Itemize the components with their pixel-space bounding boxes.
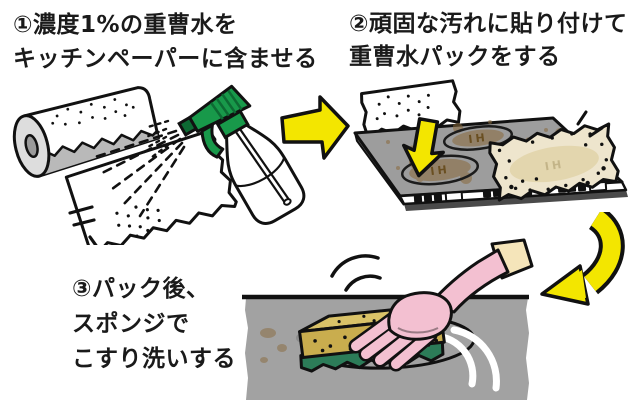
burner-label-faint: IH — [544, 158, 565, 174]
step2-illustration: IH IH IH — [353, 79, 628, 211]
step2-caption-line1: ②頑固な汚れに貼り付けて — [349, 11, 628, 37]
step1-caption: ①濃度1%の重曹水を キッチンペーパーに含ませる — [13, 8, 318, 76]
spray-bottle — [177, 84, 306, 225]
paper-towel-roll — [12, 86, 160, 178]
soaked-paper-pack: IH — [488, 122, 620, 202]
motion-arcs — [330, 254, 382, 292]
step3-caption-line1: ③パック後、 — [72, 276, 210, 302]
step1-caption-line2: キッチンペーパーに含ませる — [13, 46, 318, 72]
burner-label: IH — [430, 163, 451, 178]
step3-caption: ③パック後、 スポンジで こすり洗いする — [72, 272, 236, 377]
step3-illustration — [242, 238, 534, 400]
step1-caption-line1: ①濃度1%の重曹水を — [13, 12, 238, 38]
step1-illustration — [12, 84, 306, 245]
arrow-right-icon — [280, 95, 350, 160]
spray-trigger-head — [177, 84, 252, 159]
step3-caption-line2: スポンジで — [72, 311, 190, 337]
sparkle-marks — [576, 110, 604, 138]
step2-caption-line2: 重曹水パックをする — [349, 44, 561, 70]
burner-ring-back: IH — [442, 125, 514, 151]
step3-caption-line3: こすり洗いする — [72, 346, 237, 372]
spray-mist — [90, 119, 186, 218]
arrow-curved-icon — [540, 212, 625, 306]
arrow-down-icon — [402, 117, 445, 178]
emphasis-strokes — [68, 205, 98, 245]
rubber-glove-hand — [348, 238, 534, 372]
burner-label: IH — [468, 131, 489, 146]
step2-caption: ②頑固な汚れに貼り付けて 重曹水パックをする — [349, 8, 627, 74]
kitchen-paper-sheet — [64, 129, 238, 245]
